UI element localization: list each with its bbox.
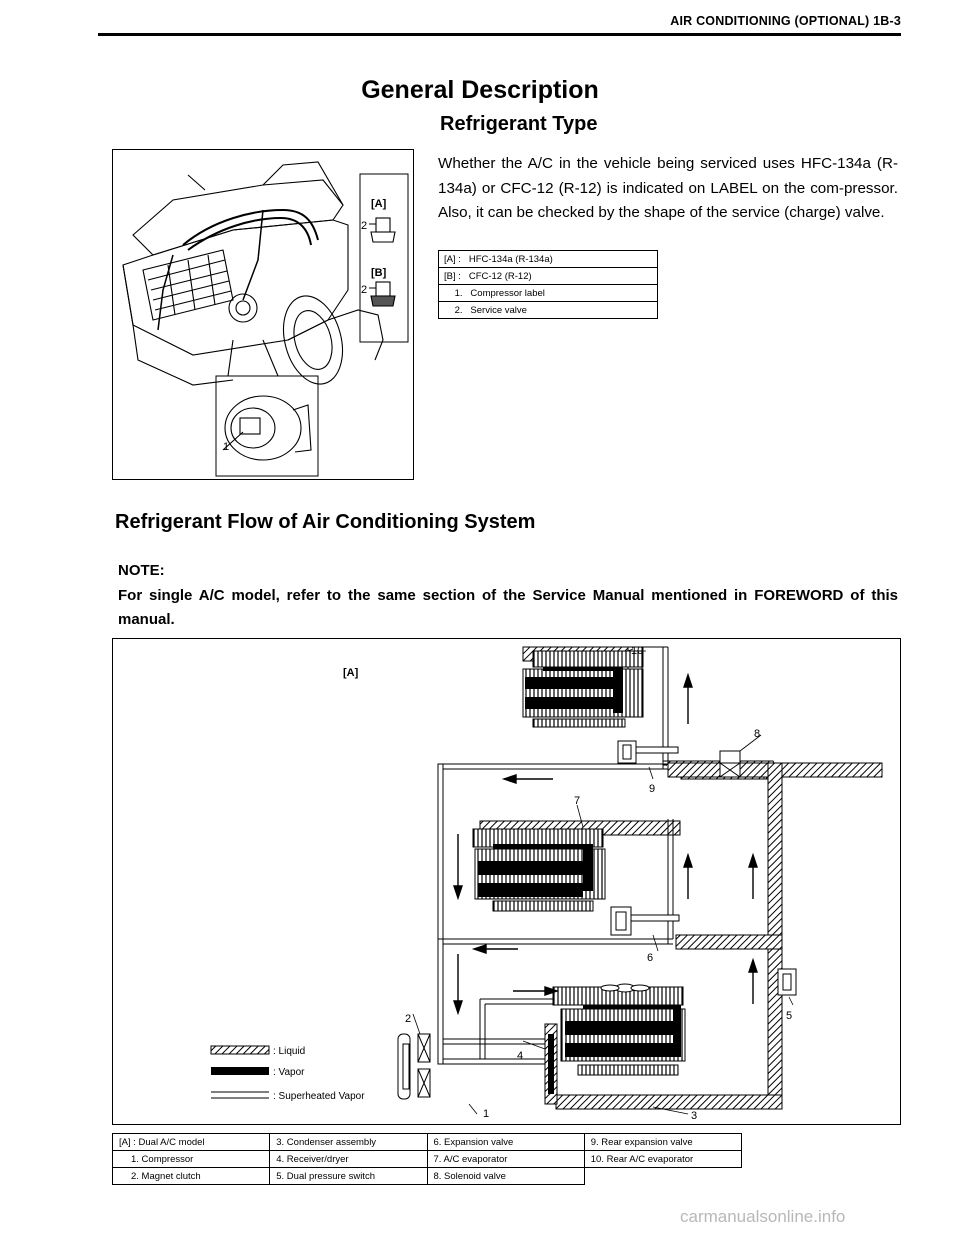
callout-5: 5 — [786, 1010, 792, 1022]
refrigerant-type-legend: [A] : HFC-134a (R-134a) [B] : CFC-12 (R-… — [438, 250, 658, 319]
legend-row: [B] : CFC-12 (R-12) — [438, 267, 658, 285]
legend-cell-empty — [584, 1168, 741, 1185]
figure-label-a: [A] — [343, 667, 359, 679]
legend-cell: 5. Dual pressure switch — [269, 1167, 428, 1185]
legend-cell: [B] : CFC-12 (R-12) — [438, 267, 658, 285]
inset-label-b: [B] — [371, 267, 387, 279]
inset-label-a: [A] — [371, 198, 387, 210]
note-text: For single A/C model, refer to the same … — [118, 587, 898, 628]
legend-row: 2. Magnet clutch 5. Dual pressure switch… — [111, 1167, 742, 1185]
callout-3: 3 — [691, 1110, 697, 1122]
refrigerant-flow-figure: 10 8 9 7 6 5 2 4 1 3 [A] : Liquid : Vapo… — [112, 638, 901, 1125]
legend-cell: 4. Receiver/dryer — [269, 1150, 428, 1168]
legend-cell: 1. Compressor — [111, 1150, 271, 1168]
refrigerant-type-paragraph: Whether the A/C in the vehicle being ser… — [438, 155, 898, 221]
callout-2: 2 — [405, 1013, 411, 1025]
vehicle-figure: [A] 2 [B] 2 1 — [112, 149, 414, 480]
callout-2-a: 2 — [361, 220, 367, 232]
legend-row: [A] : HFC-134a (R-134a) — [438, 250, 658, 268]
legend-row: 1. Compressor 4. Receiver/dryer 7. A/C e… — [111, 1150, 743, 1168]
callout-1: 1 — [223, 441, 229, 453]
legend-cell: [A] : Dual A/C model — [111, 1133, 271, 1151]
callout-4: 4 — [517, 1050, 523, 1062]
watermark: carmanualsonline.info — [680, 1207, 846, 1226]
legend-cell: 2. Magnet clutch — [111, 1167, 271, 1185]
section-title-refrigerant-flow: Refrigerant Flow of Air Conditioning Sys… — [115, 511, 536, 533]
legend-row: 2. Service valve — [438, 301, 658, 319]
legend-row: 1. Compressor label — [438, 284, 658, 302]
note-label: NOTE: — [118, 562, 165, 579]
legend-cell: 1. Compressor label — [438, 284, 658, 302]
legend-cell: 2. Service valve — [438, 301, 658, 319]
vehicle-illustration: [A] 2 [B] 2 1 — [122, 161, 409, 477]
key-superheated-label: : Superheated Vapor — [273, 1091, 365, 1102]
key-vapor-label: : Vapor — [273, 1067, 305, 1078]
key-liquid-label: : Liquid — [273, 1046, 305, 1057]
key-vapor-swatch — [211, 1067, 269, 1075]
callout-1: 1 — [483, 1108, 489, 1120]
legend-row: [A] : Dual A/C model 3. Condenser assemb… — [111, 1133, 743, 1151]
refrigerant-flow-diagram: 10 8 9 7 6 5 2 4 1 3 [A] : Liquid : Vapo… — [210, 645, 883, 1122]
legend-cell: 10. Rear A/C evaporator — [583, 1150, 743, 1168]
legend-cell: [A] : HFC-134a (R-134a) — [438, 250, 658, 268]
page-title: General Description — [361, 76, 599, 104]
legend-cell: 8. Solenoid valve — [426, 1167, 585, 1185]
callout-2-b: 2 — [361, 284, 367, 296]
legend-cell: 9. Rear expansion valve — [583, 1133, 743, 1151]
callout-9: 9 — [649, 783, 655, 795]
callout-8: 8 — [754, 728, 760, 740]
header-rule — [98, 33, 901, 36]
callout-7: 7 — [574, 795, 580, 807]
legend-cell: 6. Expansion valve — [426, 1133, 585, 1151]
refrigerant-flow-legend: [A] : Dual A/C model 3. Condenser assemb… — [111, 1133, 743, 1185]
legend-cell: 7. A/C evaporator — [426, 1150, 585, 1168]
callout-6: 6 — [647, 952, 653, 964]
legend-cell: 3. Condenser assembly — [269, 1133, 428, 1151]
section-title-refrigerant-type: Refrigerant Type — [440, 113, 598, 135]
callout-10: 10 — [631, 645, 643, 657]
key-liquid-swatch — [210, 1045, 270, 1055]
running-header: AIR CONDITIONING (OPTIONAL) 1B-3 — [670, 14, 901, 28]
